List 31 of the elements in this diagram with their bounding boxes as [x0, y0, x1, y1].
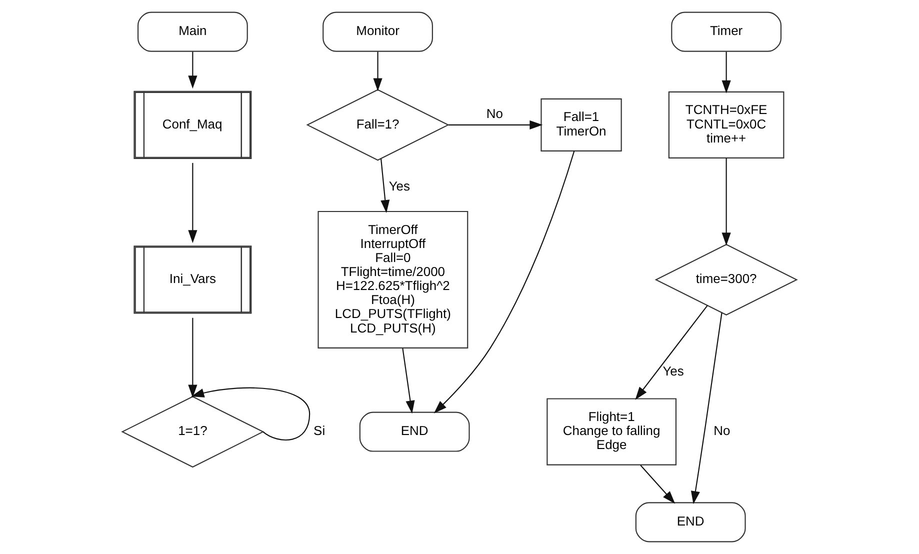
node-diamond: Fall=1?	[306, 89, 450, 161]
arrow	[373, 52, 382, 92]
arrow	[188, 318, 198, 398]
edge-label: Si	[314, 423, 326, 438]
edge-label: Yes	[388, 178, 410, 194]
node-box: END	[359, 412, 470, 452]
edge-label: No	[486, 106, 503, 121]
arrow	[640, 464, 676, 504]
node-box: Fall=1 TimerOn	[540, 98, 622, 152]
arrow	[434, 150, 575, 414]
edge-label: Yes	[662, 364, 684, 379]
node-box: Timer	[671, 12, 782, 52]
edge-label: No	[714, 423, 730, 438]
arrow	[722, 158, 731, 246]
arrow	[191, 387, 310, 440]
arrow	[402, 348, 415, 414]
node-box: Flight=1 Change to falling Edge	[546, 398, 677, 466]
arrow	[188, 162, 198, 244]
node-box: TimerOff InterruptOff Fall=0 TFlight=time/2000 H=122.625*Tfligh^2 Ftoa(H) LCD_PUTS(TFlight) LCD_PUTS(H)	[318, 210, 468, 348]
node-diamond: time=300?	[654, 244, 798, 316]
arrow	[448, 120, 543, 130]
arrow	[635, 305, 708, 400]
arrow	[380, 158, 390, 214]
node-box: Monitor	[322, 12, 433, 52]
arrow	[690, 312, 722, 504]
node-diamond: 1=1?	[121, 396, 264, 468]
node-box: Main	[137, 12, 248, 52]
node-box: END	[635, 502, 746, 542]
arrow	[722, 52, 731, 94]
arrow	[188, 52, 198, 89]
node-box: TCNTH=0xFE TCNTL=0x0C time++	[668, 91, 784, 158]
